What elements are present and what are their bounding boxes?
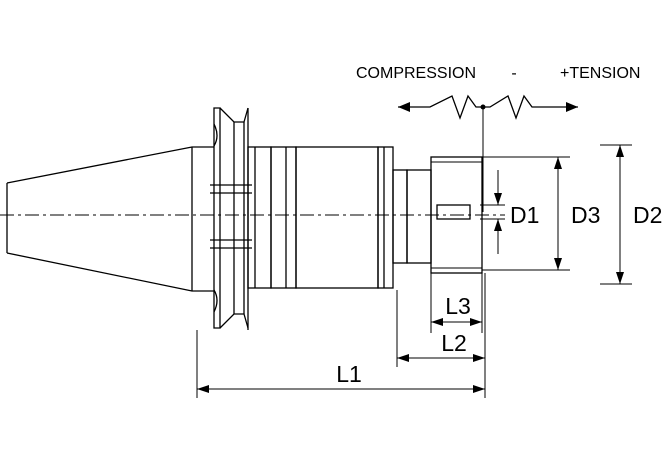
l1-label: L1 [336, 361, 362, 387]
tension-arrow-head [566, 102, 578, 112]
dimension-d1: D1 [480, 170, 539, 254]
dimension-l3: L3 [431, 293, 482, 326]
dimension-l1: L1 [197, 361, 485, 393]
l2-label: L2 [441, 330, 467, 356]
l3-label: L3 [445, 293, 471, 319]
taper-shank [6, 146, 214, 292]
d2-label: D2 [633, 202, 662, 228]
d1-label: D1 [510, 202, 539, 228]
holder-body [270, 146, 394, 289]
dimension-l2: L2 [397, 330, 485, 362]
d3-label: D3 [571, 202, 600, 228]
compression-tension-indicator: COMPRESSION - +TENSION [356, 65, 640, 212]
dimension-d2: D2 [600, 144, 662, 285]
tension-label: +TENSION [560, 65, 640, 82]
collar [247, 146, 272, 289]
compression-tension-separator: - [511, 65, 516, 82]
flange-v-groove [210, 107, 252, 330]
compression-label: COMPRESSION [356, 65, 476, 82]
compression-arrow-head [398, 102, 410, 112]
dimension-d3: D3 [482, 156, 600, 271]
